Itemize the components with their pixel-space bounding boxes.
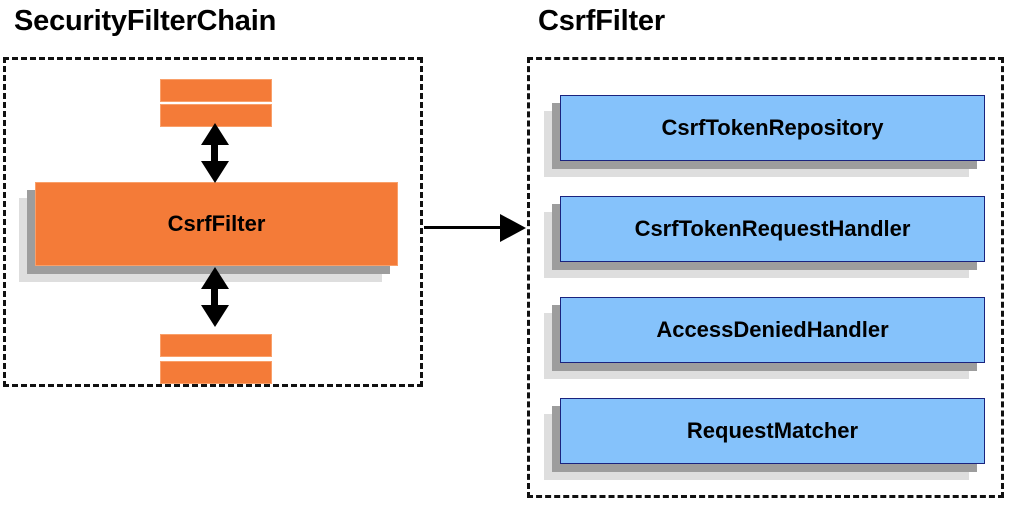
- page-title-security-filter-chain: SecurityFilterChain: [14, 5, 277, 37]
- csrffilter-detail-arrow-stem: [424, 226, 510, 229]
- security-filter-chain-container: [3, 57, 423, 387]
- filter-bar-bottom-2: [160, 361, 272, 384]
- chain-arrow-below-head-up: [201, 267, 229, 289]
- component-csrf-token-request-handler[interactable]: CsrfTokenRequestHandler: [560, 196, 985, 262]
- component-csrf-token-repository[interactable]: CsrfTokenRepository: [560, 95, 985, 161]
- chain-arrow-above-head-up: [201, 123, 229, 145]
- chain-arrow-above-stem: [211, 141, 218, 165]
- component-csrf-filter[interactable]: CsrfFilter: [35, 182, 398, 266]
- chain-arrow-above-head-down: [201, 161, 229, 183]
- filter-bar-top-1: [160, 79, 272, 102]
- csrffilter-detail-arrow-head: [500, 214, 526, 242]
- component-access-denied-handler[interactable]: AccessDeniedHandler: [560, 297, 985, 363]
- filter-bar-bottom-1: [160, 334, 272, 357]
- csrf-filter-collaborators-container: [527, 57, 1004, 498]
- chain-arrow-below-stem: [211, 285, 218, 309]
- component-request-matcher[interactable]: RequestMatcher: [560, 398, 985, 464]
- page-title-csrf-filter: CsrfFilter: [538, 5, 665, 37]
- chain-arrow-below-head-down: [201, 305, 229, 327]
